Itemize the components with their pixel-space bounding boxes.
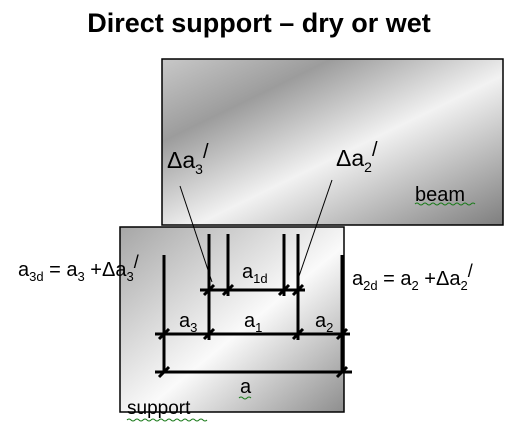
bearing-lines xyxy=(162,234,344,372)
dim-line-a xyxy=(155,365,352,379)
equation-a2d: a2d = a2 +Δa2/ xyxy=(352,261,473,293)
a3-label: a3 xyxy=(179,310,197,335)
a2-label: a2 xyxy=(315,310,333,335)
beam-label: beam xyxy=(415,184,465,206)
support-underline xyxy=(126,418,208,422)
equation-a3d: a3d = a3 +Δa3/ xyxy=(18,252,139,284)
a-total-label: a xyxy=(240,376,252,398)
leader-delta-a3 xyxy=(179,185,213,283)
beam-underline xyxy=(414,202,476,206)
a1-label: a1 xyxy=(244,310,262,335)
a1d-label: a1d xyxy=(242,261,268,286)
diagram-title: Direct support – dry or wet xyxy=(87,8,431,38)
support-block xyxy=(119,226,345,413)
leader-delta-a2 xyxy=(296,179,333,283)
dim-line-a1d xyxy=(200,283,305,297)
support-label: support xyxy=(127,398,191,419)
dim-line-a3-a1-a2 xyxy=(155,327,350,341)
a-underline xyxy=(238,396,252,400)
delta-a2-label: Δa2/ xyxy=(336,139,378,175)
beam-block xyxy=(161,58,504,226)
delta-a3-label: Δa3/ xyxy=(167,141,209,177)
